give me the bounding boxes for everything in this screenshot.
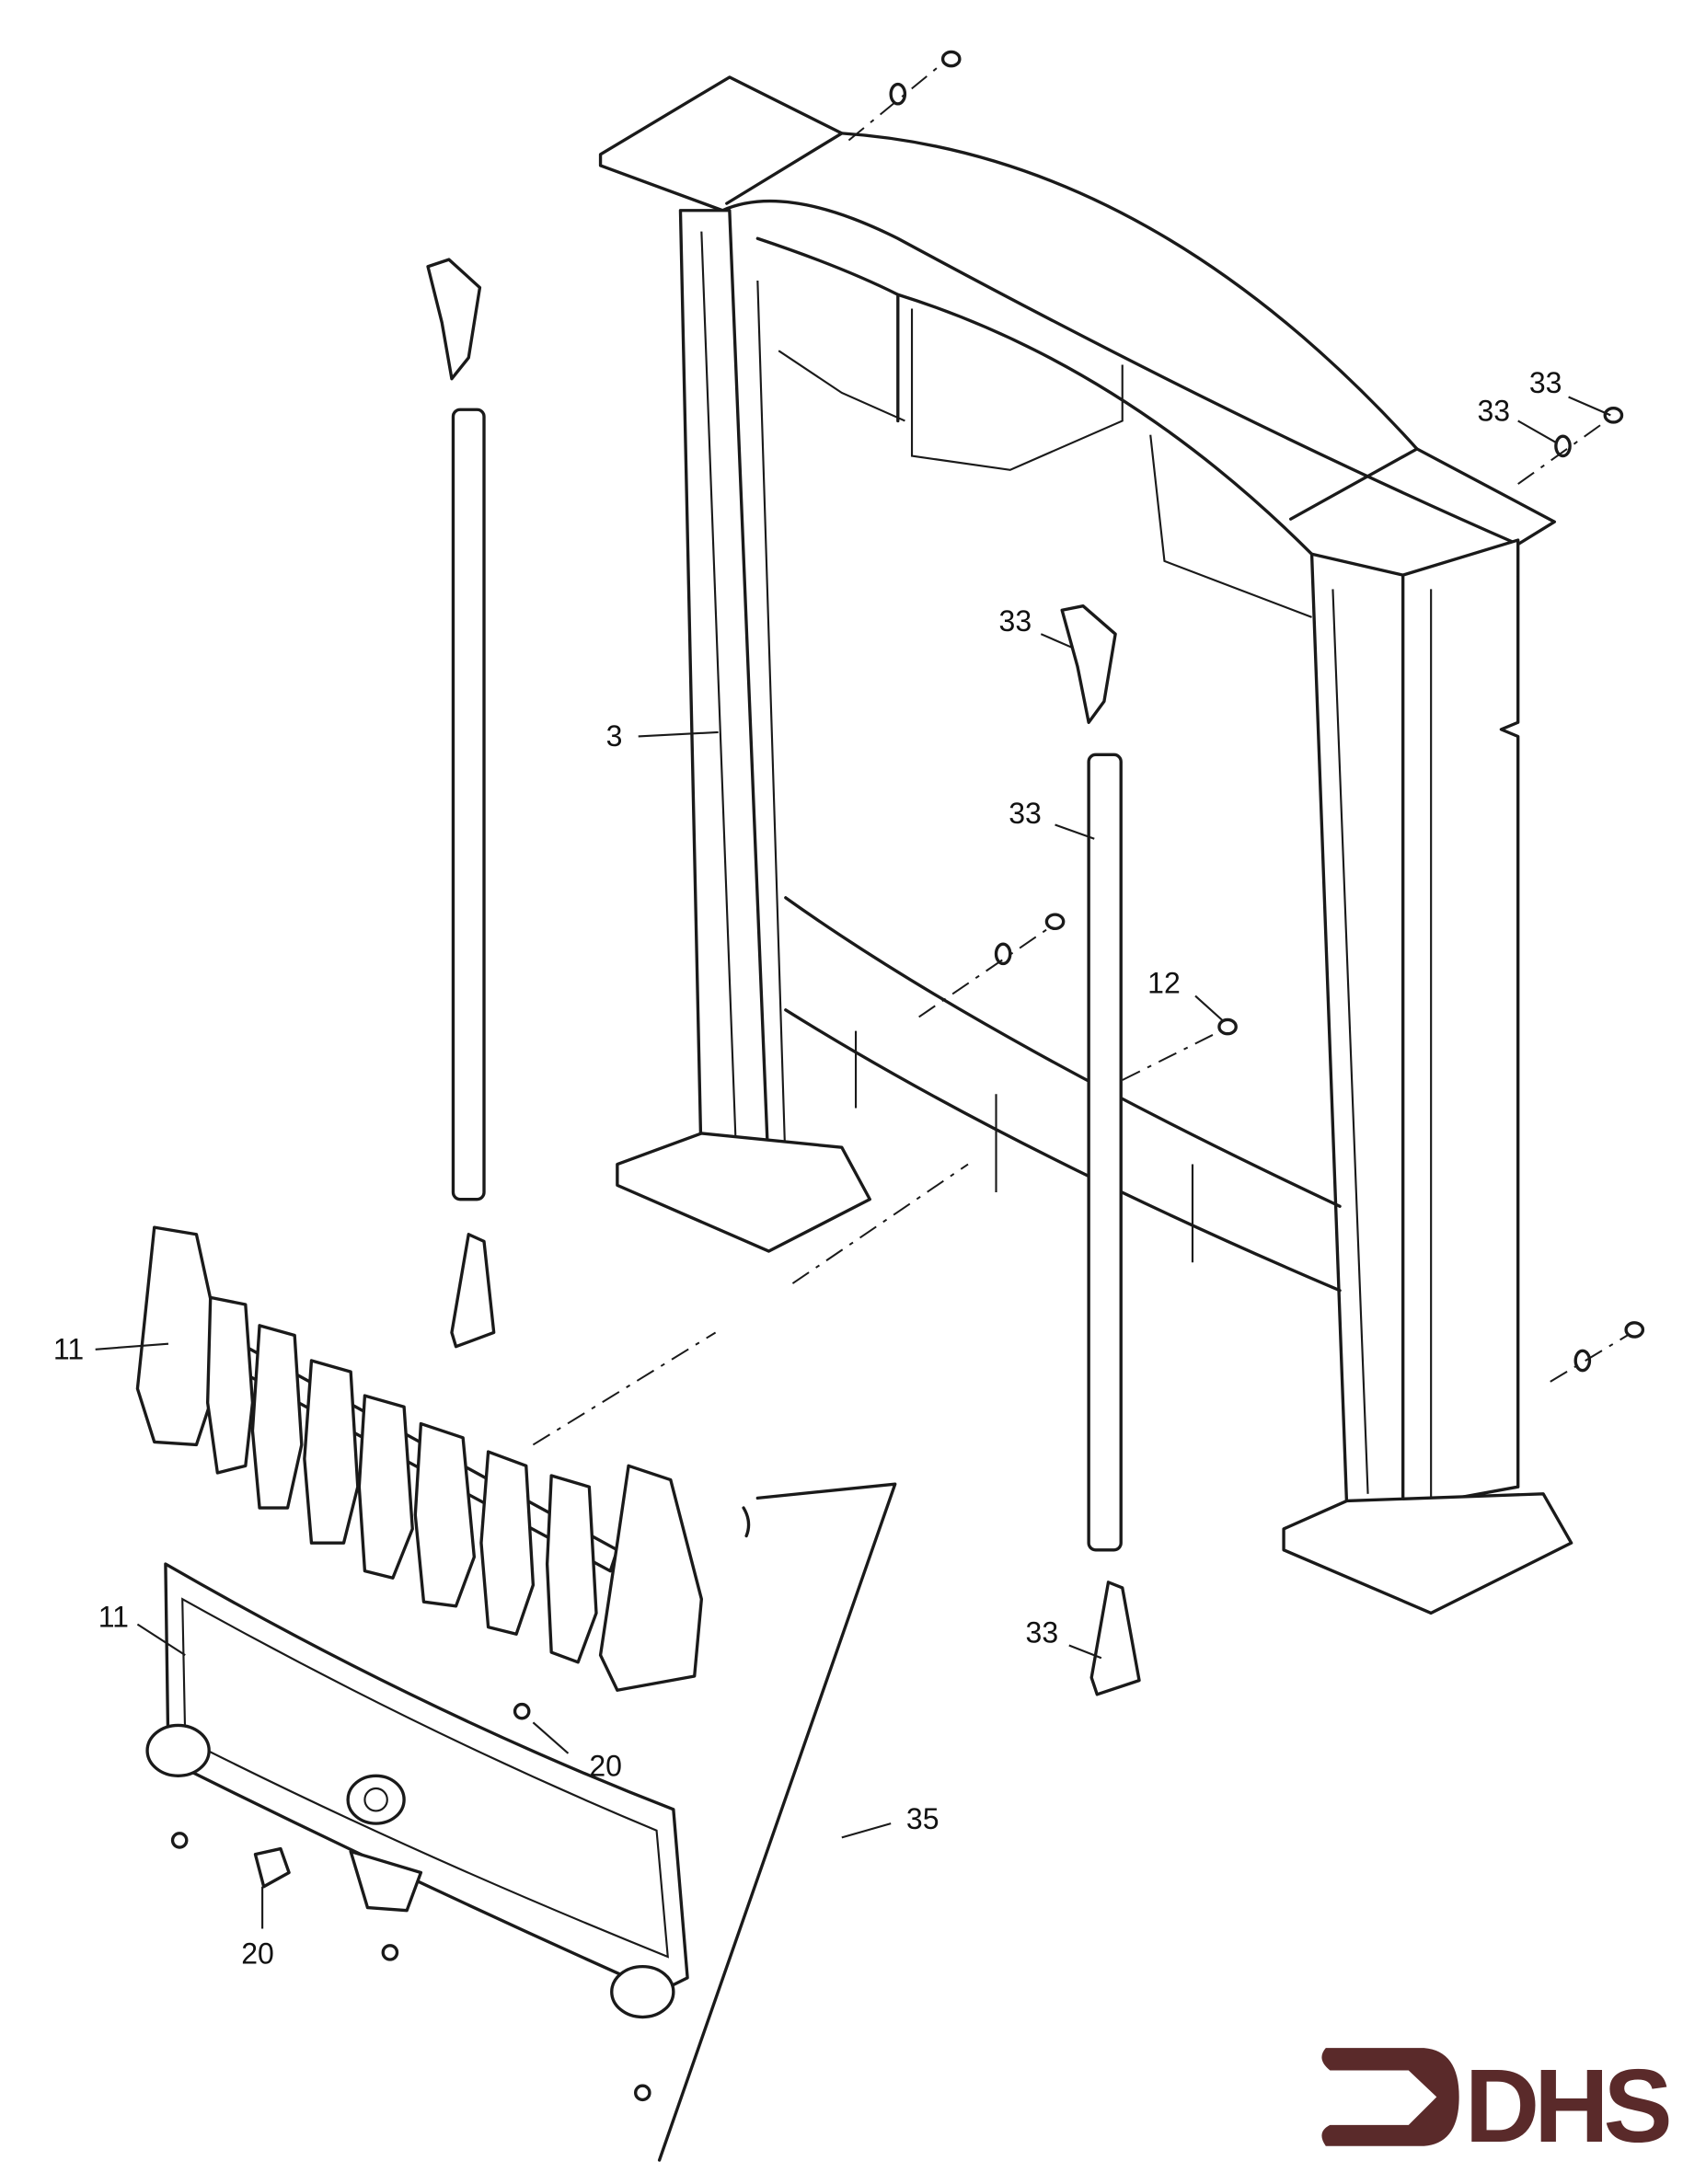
fireplace-frame xyxy=(616,209,1573,1615)
mantel-shelf xyxy=(598,75,1557,546)
fret-bars xyxy=(135,1225,704,1692)
label-right-finial-bottom: 33 xyxy=(1026,1615,1059,1649)
dhs-logo: DHS xyxy=(1321,2048,1675,2164)
leader-lines xyxy=(95,396,1611,1929)
kit-bracket-line xyxy=(657,1482,897,2162)
label-front-fret: 11 xyxy=(98,1601,129,1634)
label-fret-bars: 11 xyxy=(53,1332,84,1365)
left-rod-assembly xyxy=(426,258,496,1349)
label-knob: 20 xyxy=(241,1937,274,1971)
label-kit: 35 xyxy=(906,1802,939,1835)
logo-arrow-icon xyxy=(1321,2048,1459,2146)
label-right-finial-top: 33 xyxy=(999,604,1032,638)
label-frame: 3 xyxy=(606,719,623,753)
kit-bracket-tick xyxy=(742,1506,751,1538)
label-shelf-washer: 33 xyxy=(1477,394,1510,427)
label-screw: 12 xyxy=(1147,967,1181,1000)
front-fret xyxy=(145,1562,689,2102)
svg-text:DHS: DHS xyxy=(1465,2048,1669,2164)
label-shelf-screw: 33 xyxy=(1529,366,1562,399)
assembly-lines xyxy=(532,62,1629,1446)
label-knob-screw: 20 xyxy=(589,1749,622,1782)
label-right-rod: 33 xyxy=(1009,797,1042,830)
right-rod-assembly xyxy=(1060,604,1141,1696)
